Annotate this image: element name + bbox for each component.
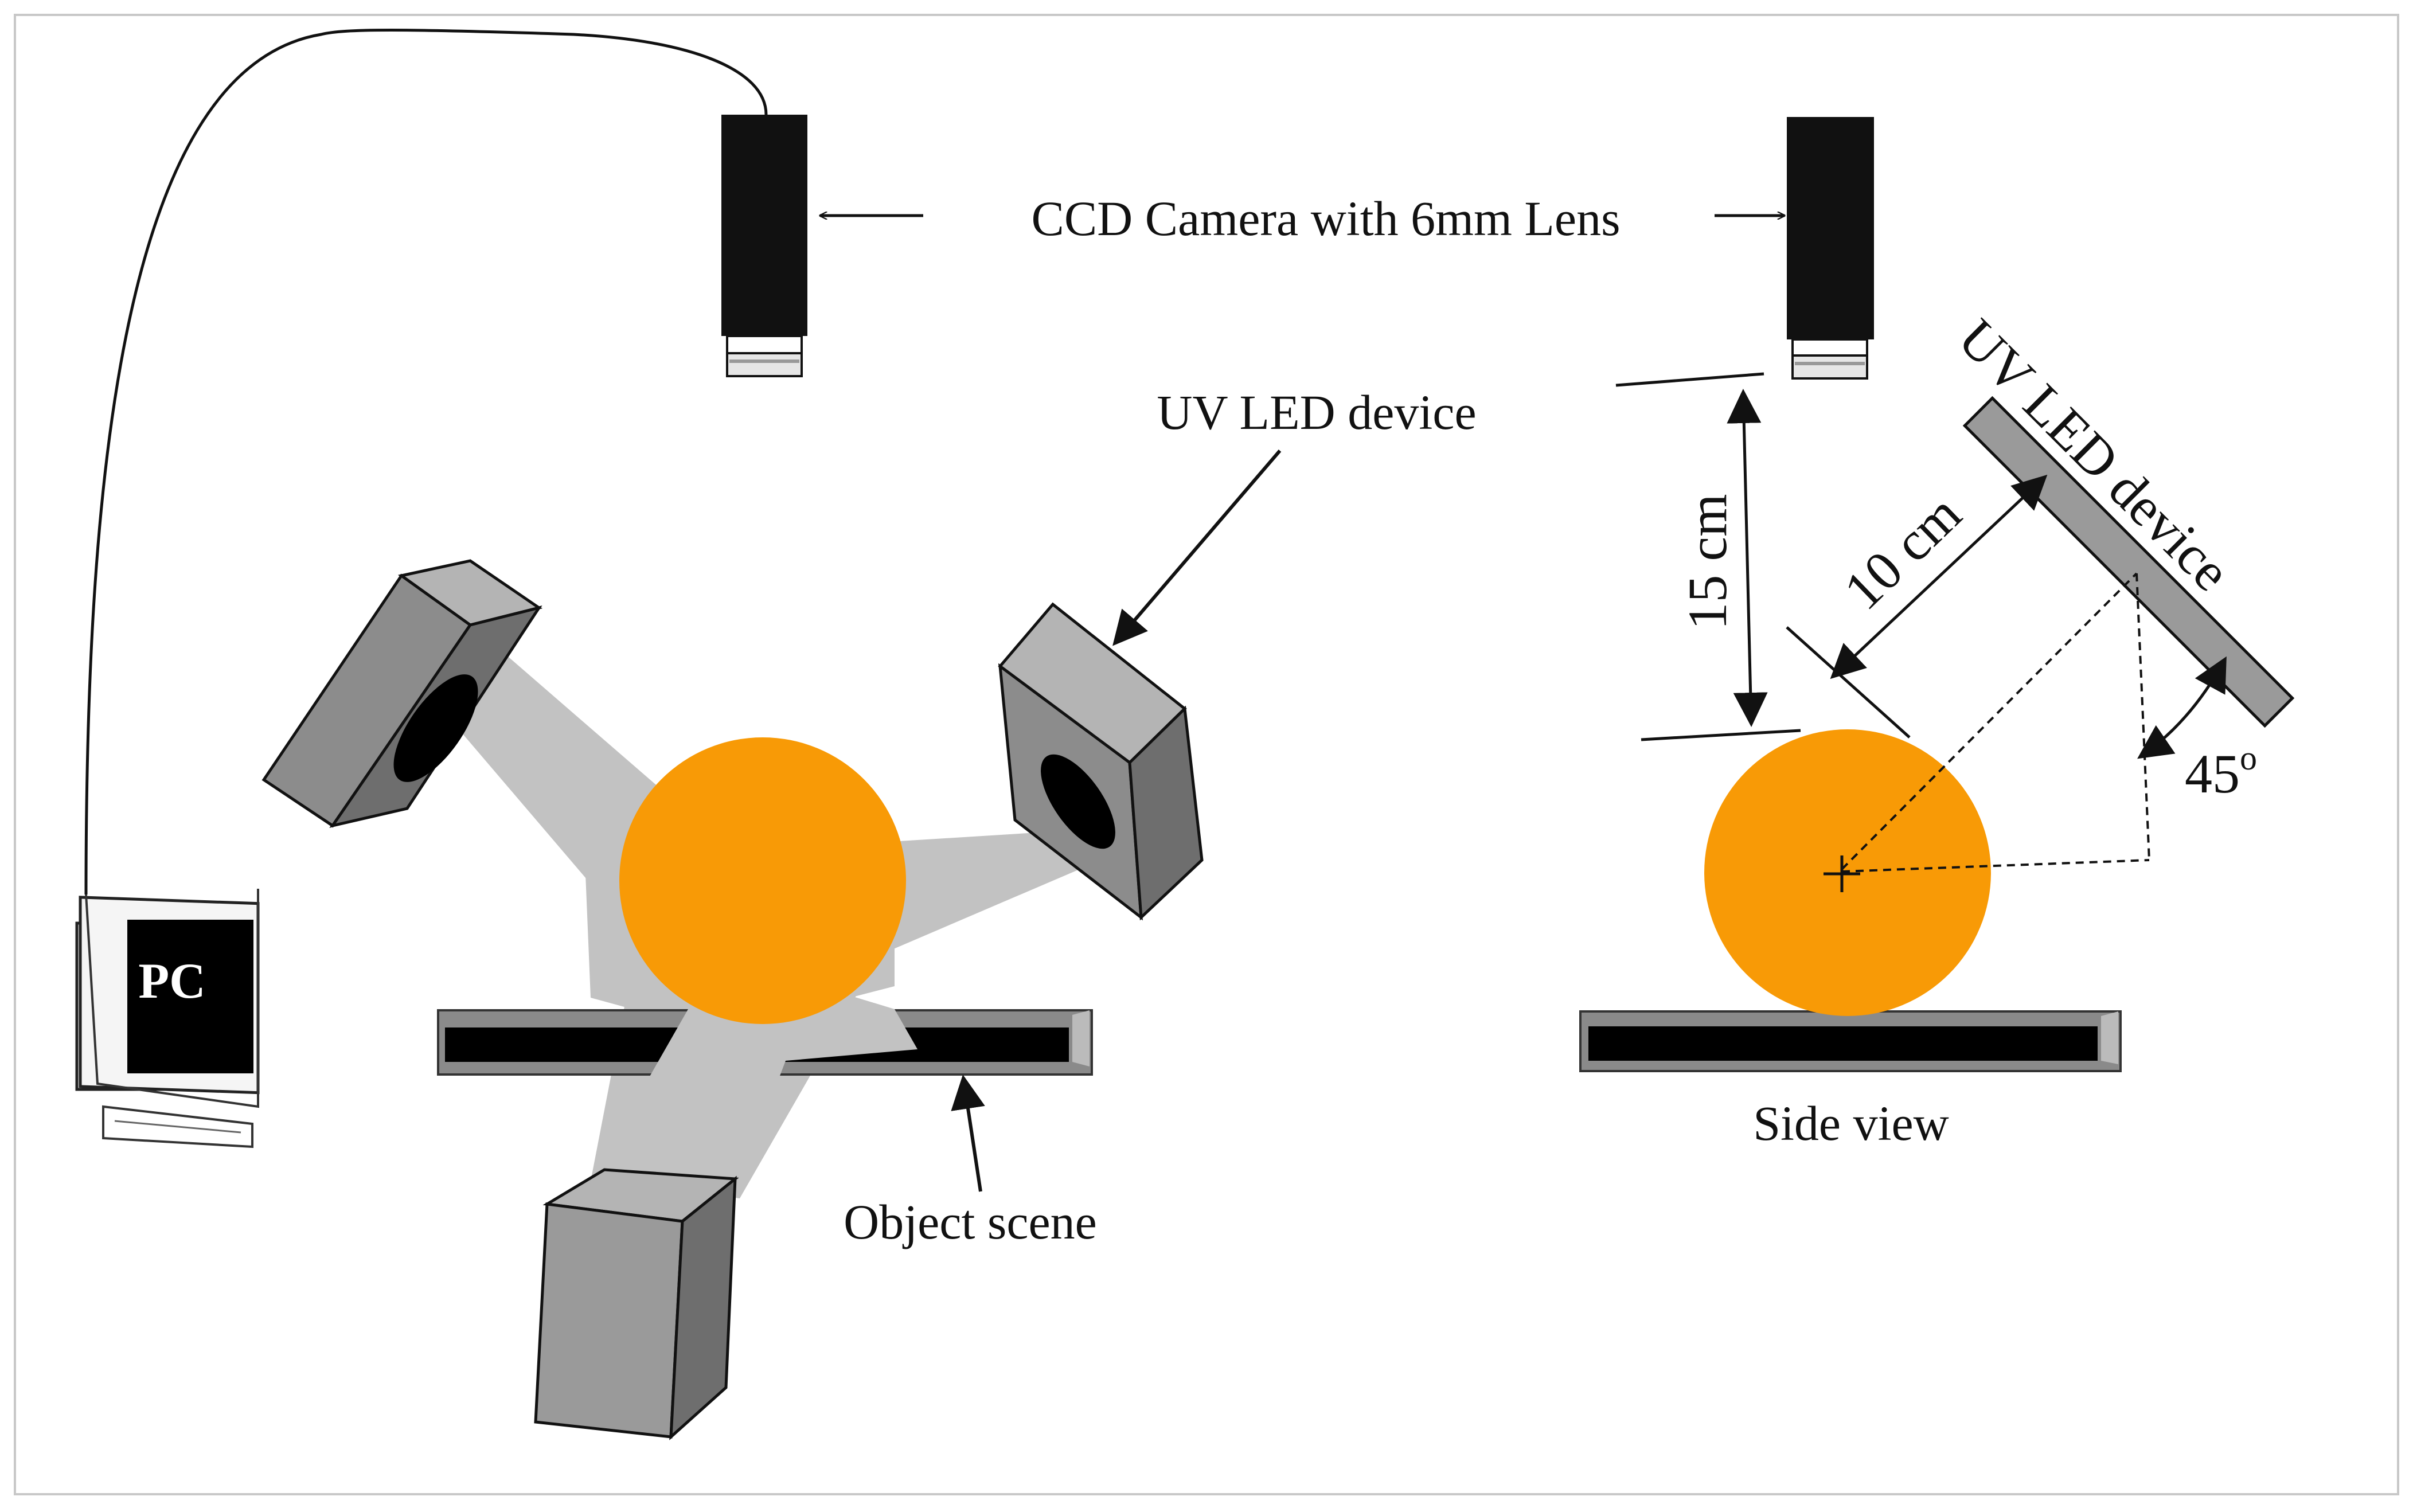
sphere-object-top: [619, 737, 906, 1024]
dim-15-bottom-tick: [1641, 729, 1801, 741]
pc-monitor-icon: PC: [75, 889, 260, 1148]
dim-10-line: [1830, 474, 2048, 679]
center-cross-icon: [1824, 855, 1860, 892]
camera-side-icon: [1787, 117, 1874, 380]
object-scene-arrow: [951, 1075, 985, 1192]
uv-led-label-top: UV LED device: [1157, 385, 1476, 440]
dim-15-top-tick: [1615, 372, 1764, 387]
uv-led-label-side: UV LED device: [1947, 307, 2243, 603]
camera-label: CCD Camera with 6mm Lens: [1031, 191, 1620, 246]
camera-top-icon: [721, 115, 807, 377]
angle-arc: [2137, 656, 2227, 759]
uv-led-icon-right: [998, 602, 1204, 921]
dim-10-tick: [1786, 626, 1911, 739]
dim-15-label: 15 cm: [1677, 494, 1738, 630]
uv-beam-front: [596, 969, 917, 1181]
dim-15-line: [1727, 389, 1768, 727]
object-scene-label: Object scene: [844, 1194, 1097, 1249]
pc-cable: [84, 29, 768, 895]
side-view-label: Side view: [1753, 1096, 1949, 1151]
stage-plate-side: [1579, 1010, 2122, 1072]
frame-border: [14, 14, 2399, 1495]
uv-led-icon-left: [261, 559, 543, 828]
uv-led-arrow-top: [1112, 450, 1282, 646]
pc-label: PC: [138, 954, 205, 1009]
angle-label: 45o: [2185, 739, 2257, 804]
dim-10-label: 10 cm: [1832, 483, 1973, 622]
uv-led-icon-bottom: [534, 1168, 739, 1440]
